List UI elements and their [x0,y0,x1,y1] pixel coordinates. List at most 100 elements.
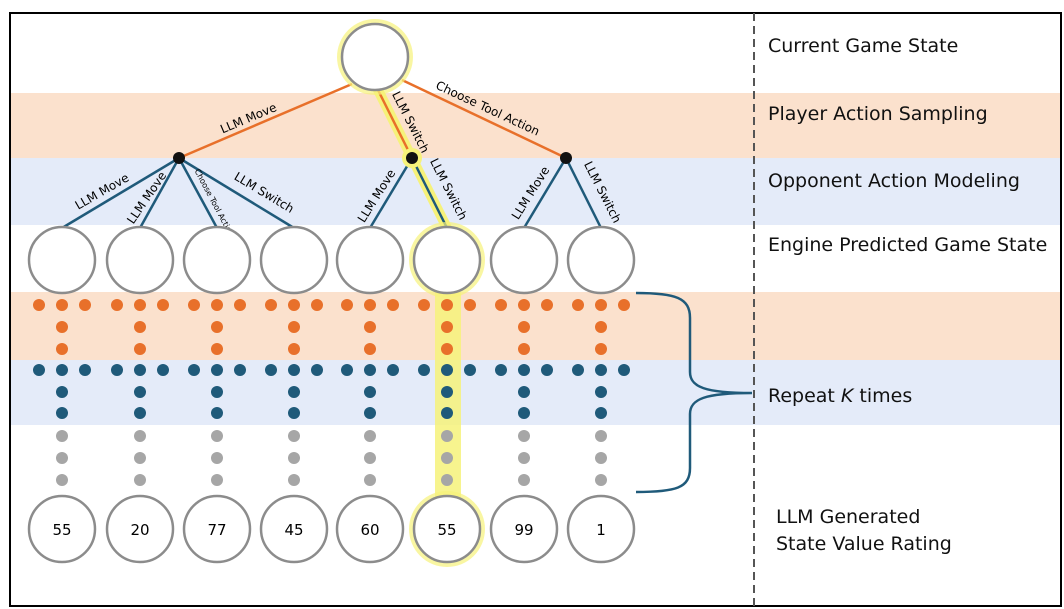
value-label: 1 [596,521,606,539]
engine-state-node [566,225,636,295]
blue-sample-dot [418,364,430,376]
blue-sample-dot [364,386,376,398]
value-node [412,494,482,564]
gray-sample-dot [364,474,376,486]
engine-state-node [412,225,482,295]
orange-sample-dot [418,299,430,311]
blue-sample-dot [56,364,68,376]
orange-sample-dot [288,321,300,333]
engine-state-node [105,225,175,295]
gray-sample-dot [595,430,607,442]
gray-sample-dot [134,452,146,464]
blue-sample-dot [441,407,453,419]
gray-sample-dot [288,474,300,486]
blue-sample-dot [111,364,123,376]
label-opponent-action-modeling: Opponent Action Modeling [768,170,1020,192]
blue-sample-dot [288,364,300,376]
blue-sample-dot [311,364,323,376]
orange-sample-dot [518,299,530,311]
gray-sample-dot [364,452,376,464]
gray-sample-dot [56,430,68,442]
gray-sample-dot [56,474,68,486]
engine-state-node [182,225,252,295]
blue-sample-dot [56,407,68,419]
blue-sample-dot [211,364,223,376]
edge-2-leaf-5 [368,157,414,229]
orange-sample-dot [211,321,223,333]
orange-sample-dot [572,299,584,311]
blue-sample-dot [56,386,68,398]
orange-sample-dot [157,299,169,311]
edge-root-to-tool [401,78,567,160]
blue-sample-dot [595,364,607,376]
opponent-node-2 [406,152,418,164]
gray-sample-dot [288,452,300,464]
engine-state-nodes [27,222,636,298]
orange-sample-dot [541,299,553,311]
opponent-node-3 [560,152,572,164]
value-label: 55 [52,521,71,539]
orange-sample-dot [364,321,376,333]
blue-sample-dot [464,364,476,376]
orange-sample-dot [364,299,376,311]
value-node [335,494,405,564]
blue-sample-dot [288,386,300,398]
gray-sample-dot [56,452,68,464]
blue-sample-dot [518,364,530,376]
blue-sample-dot [595,386,607,398]
orange-sample-dot [134,343,146,355]
label-state-value-rating: State Value Rating [776,533,952,555]
blue-sample-dot [364,407,376,419]
gray-sample-dot [134,474,146,486]
edge-root-to-move [178,82,353,160]
value-label: 45 [284,521,303,539]
orange-sample-dot [56,321,68,333]
orange-sample-dot [387,299,399,311]
gray-sample-dot [134,430,146,442]
gray-sample-dot [595,452,607,464]
orange-sample-dot [265,299,277,311]
orange-sample-dot [234,299,246,311]
edge-1-leaf-4 [178,156,295,230]
blue-sample-dot [387,364,399,376]
gray-sample-dot [211,430,223,442]
value-node [105,494,175,564]
orange-sample-dot [288,343,300,355]
orange-sample-dot [441,321,453,333]
outer-frame [9,12,1062,607]
value-node [566,494,636,564]
gray-sample-dot [211,452,223,464]
orange-sample-dot [134,299,146,311]
orange-sample-dot [441,299,453,311]
blue-sample-dot [157,364,169,376]
blue-sample-dot [518,407,530,419]
orange-sample-dot [188,299,200,311]
blue-sample-dot [188,364,200,376]
orange-sample-dot [79,299,91,311]
blue-sample-dot [572,364,584,376]
edge-3-leaf-8 [564,157,603,229]
orange-sample-dot [111,299,123,311]
blue-sample-dot [288,407,300,419]
orange-sample-dot [518,321,530,333]
gray-sample-dot [288,430,300,442]
gray-sample-dot [518,452,530,464]
blue-sample-dot [441,386,453,398]
orange-sample-dot [595,321,607,333]
blue-sample-dot [33,364,45,376]
value-node [182,494,252,564]
blue-sample-dot [265,364,277,376]
blue-sample-dot [518,386,530,398]
engine-state-node [259,225,329,295]
edge-1-leaf-1 [61,156,180,230]
orange-sample-dot [495,299,507,311]
band-player-action [10,93,1062,158]
simulation-dots [33,299,630,486]
blue-sample-dot [495,364,507,376]
value-node [489,494,559,564]
label-engine-predicted-state: Engine Predicted Game State [768,234,1047,256]
band-repeat-orange [10,292,1062,360]
